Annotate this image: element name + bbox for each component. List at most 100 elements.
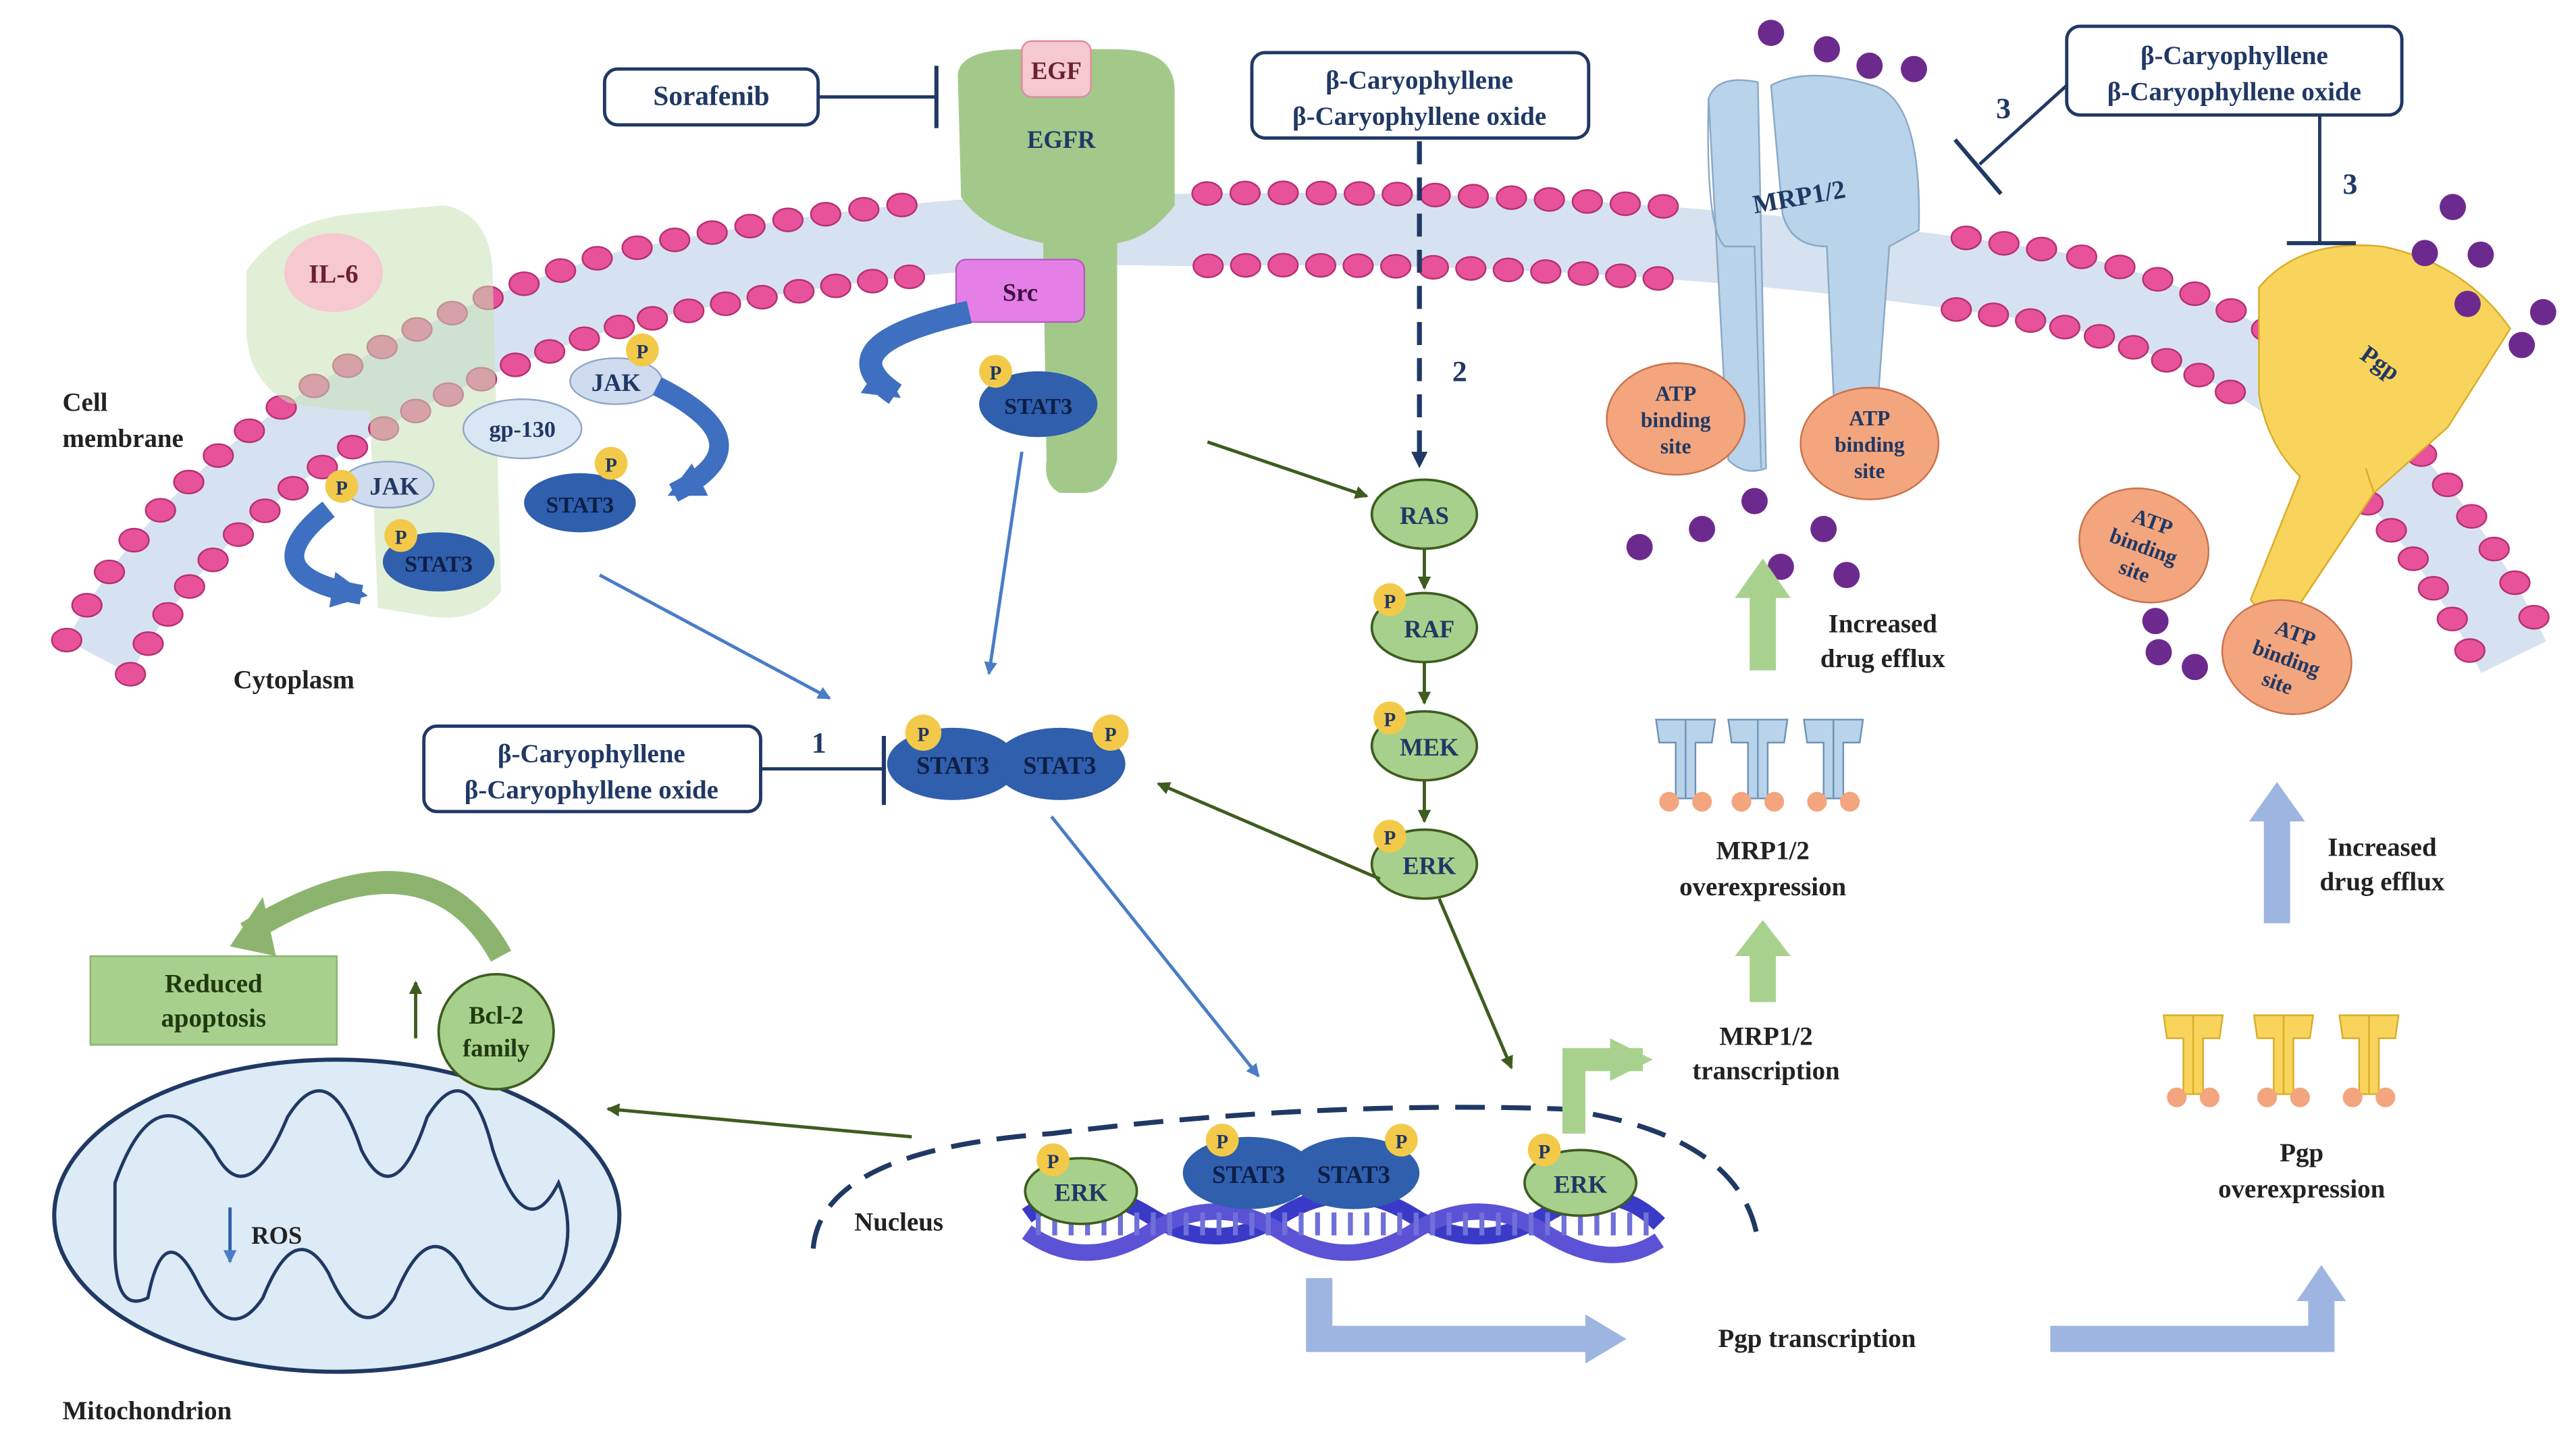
- phospholipid-head: [2214, 379, 2246, 404]
- caryophyllene-oxide-label: β-Caryophyllene oxide: [2107, 77, 2361, 106]
- phospholipid-head: [500, 352, 531, 377]
- nucleus-membrane: [810, 1105, 1760, 1249]
- il6-ligand: [284, 233, 383, 313]
- phospholipid-head: [197, 547, 229, 573]
- mek-label: MEK: [1400, 733, 1459, 761]
- phosphate-icon: [384, 519, 417, 552]
- mitochondrion-label: Mitochondrion: [62, 1396, 232, 1425]
- phosphate-icon: [594, 446, 628, 480]
- src-label: Src: [1003, 278, 1038, 306]
- drug-molecule-icon: [2411, 240, 2438, 267]
- il6-receptor-complex: [246, 205, 502, 618]
- ros-label: ROS: [251, 1221, 302, 1249]
- transcription-arrow-icon: [1562, 1038, 1653, 1134]
- drug-molecule-icon: [1626, 533, 1653, 560]
- sorafenib-box: [602, 67, 820, 127]
- arrow-head: [1585, 1314, 1627, 1364]
- curved-arrow-icon: [240, 871, 512, 962]
- erk-nuclear-right: [1523, 1149, 1638, 1217]
- stat3-nuclear-right: [1288, 1136, 1420, 1209]
- arrow-icon: [984, 451, 1024, 675]
- bcl2-label: Bcl-2: [469, 1001, 523, 1029]
- ras-label: RAS: [1400, 502, 1449, 529]
- phospholipid-head: [118, 527, 150, 553]
- mapk-cascade: RAS RAF P MEK P ERK P: [1370, 478, 1479, 900]
- phospholipid-head: [132, 631, 164, 656]
- dna-base-pairs: [1036, 1212, 1649, 1236]
- stat3-label: STAT3: [1317, 1161, 1390, 1188]
- atp-label: binding: [1835, 433, 1905, 456]
- phospholipid-head: [1988, 231, 2020, 256]
- phospholipid-head: [2454, 638, 2486, 663]
- phospholipid-head: [174, 574, 205, 599]
- phosphate-label: P: [1538, 1141, 1550, 1163]
- phospholipid-head: [2084, 323, 2115, 349]
- phospholipid-head: [1492, 257, 1524, 283]
- drug-molecule-icon: [2440, 194, 2466, 221]
- egf-label: EGF: [1031, 57, 1082, 84]
- phospholipid-head: [152, 602, 184, 627]
- drug-molecule-icon: [1767, 553, 1794, 580]
- phosphate-label: P: [1395, 1132, 1407, 1153]
- phospholipid-head: [604, 314, 635, 340]
- il6-label: IL-6: [309, 260, 359, 289]
- phospholipid-head: [2118, 335, 2149, 360]
- phospholipid-head: [2375, 518, 2407, 543]
- phosphate-icon: [1092, 714, 1129, 751]
- atp-site-pgp-right: [2221, 599, 2352, 716]
- step-number-2: 2: [1452, 355, 1467, 388]
- raf-label: RAF: [1404, 615, 1454, 643]
- phospholipid-head: [1978, 302, 2009, 327]
- cell-membrane-label: Cell: [62, 388, 107, 417]
- phosphate-label: P: [917, 724, 929, 745]
- pgp-overexpression-icons: [2162, 1014, 2400, 1107]
- step-number-3: 3: [1996, 93, 2011, 125]
- inhibition-line: [1978, 84, 2068, 166]
- arrow-head: [1735, 920, 1791, 957]
- phospholipid-head: [1567, 261, 1599, 286]
- phospholipid-head: [569, 326, 600, 351]
- phospholipid-head: [2179, 281, 2211, 307]
- atp-label: site: [1660, 435, 1691, 458]
- phospholipid-head: [783, 279, 815, 304]
- stat3-label: STAT3: [404, 552, 473, 577]
- phosphate-icon: [1205, 1124, 1239, 1157]
- phospholipid-head: [857, 269, 889, 294]
- gp130-label: gp-130: [490, 417, 556, 442]
- cytoplasm-label: Cytoplasm: [233, 665, 354, 694]
- atp-label: ATP: [1849, 406, 1890, 430]
- phospholipid-head: [1605, 263, 1637, 288]
- increased-efflux-label: Increased: [1829, 610, 1938, 639]
- drug-molecules: [1626, 20, 2556, 681]
- phosphate-label: P: [605, 454, 617, 476]
- phosphate-icon: [625, 333, 659, 367]
- phosphate-icon: [325, 469, 359, 503]
- phospholipid-head: [173, 469, 205, 495]
- phospholipid-head: [1571, 189, 1603, 214]
- drug-molecule-icon: [1901, 55, 1927, 82]
- mini-transporter-icon: [2253, 1014, 2315, 1107]
- phospholipid-head: [508, 271, 540, 296]
- phospholipid-head: [1419, 182, 1451, 208]
- arrow-icon: [1050, 815, 1260, 1078]
- mrp-transcription-label: transcription: [1692, 1057, 1840, 1086]
- phospholipid-head: [1343, 181, 1375, 206]
- phospholipid-head: [2142, 267, 2174, 292]
- membrane-phospholipid-heads: [51, 180, 2550, 687]
- phospholipid-head: [2215, 298, 2247, 323]
- phospholipid-head: [772, 207, 804, 232]
- arrow-head: [2249, 782, 2305, 822]
- atp-site-mrp-right: [1799, 387, 1940, 500]
- mini-transporter-icon: [1803, 718, 1864, 812]
- arrow-head: [2296, 1265, 2346, 1301]
- phospholipid-head: [581, 246, 613, 271]
- phospholipid-head: [659, 228, 691, 253]
- phospholipid-head: [1417, 255, 1449, 280]
- phospholipid-head: [696, 220, 728, 245]
- phospholipid-head: [2478, 536, 2510, 562]
- phospholipid-head: [222, 522, 255, 547]
- mrp-transcription-label: MRP1/2: [1719, 1022, 1812, 1051]
- drug-molecule-icon: [1689, 516, 1716, 542]
- stat3-label: STAT3: [546, 493, 614, 518]
- drug-molecule-icon: [2454, 290, 2481, 317]
